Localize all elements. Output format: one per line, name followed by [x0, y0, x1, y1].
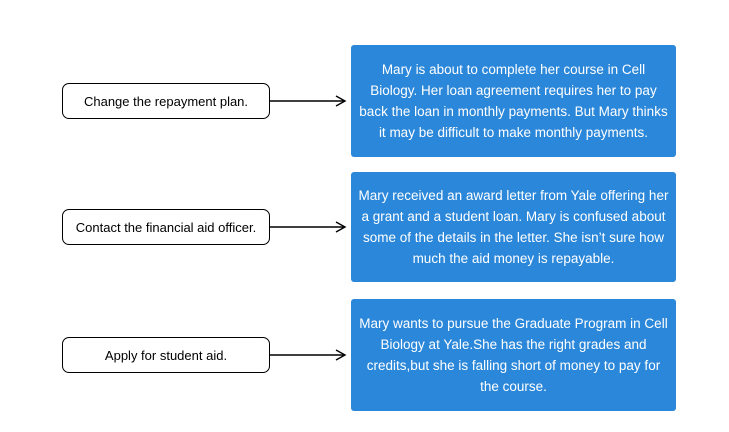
scenario-box: Mary received an award letter from Yale …	[351, 172, 676, 282]
scenario-box: Mary wants to pursue the Graduate Progra…	[351, 299, 676, 411]
action-label: Apply for student aid.	[104, 347, 228, 363]
scenario-text: Mary received an award letter from Yale …	[358, 188, 669, 266]
scenario-box: Mary is about to complete her course in …	[351, 45, 676, 157]
action-box: Change the repayment plan.	[62, 83, 270, 119]
match-row: Contact the financial aid officer. Mary …	[62, 172, 676, 282]
arrow-icon	[270, 221, 347, 233]
action-label: Contact the financial aid officer.	[75, 219, 257, 235]
arrow-icon	[270, 95, 347, 107]
scenario-text: Mary wants to pursue the Graduate Progra…	[359, 316, 668, 394]
match-row: Apply for student aid. Mary wants to pur…	[62, 299, 676, 411]
action-box: Apply for student aid.	[62, 337, 270, 373]
arrow-icon	[270, 349, 347, 361]
action-box: Contact the financial aid officer.	[62, 209, 270, 245]
scenario-text: Mary is about to complete her course in …	[359, 62, 668, 140]
action-label: Change the repayment plan.	[83, 93, 249, 109]
match-row: Change the repayment plan. Mary is about…	[62, 45, 676, 157]
